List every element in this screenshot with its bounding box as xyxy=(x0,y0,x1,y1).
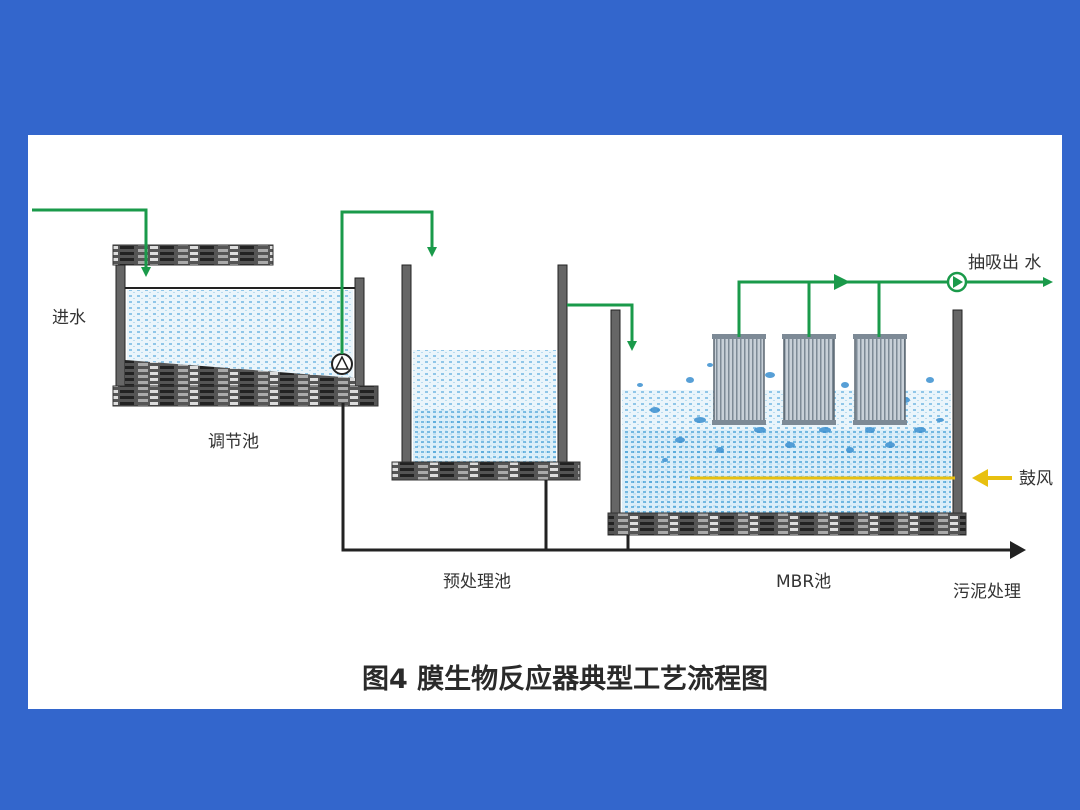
transfer-pipe-2 xyxy=(567,303,637,351)
tank-wall-left xyxy=(401,264,412,466)
aeration-arrow-icon xyxy=(972,469,1012,487)
mbr-tank xyxy=(607,309,967,536)
permeate-header xyxy=(737,280,845,337)
water-flow-lines xyxy=(32,208,1053,354)
tank-wall-right xyxy=(557,264,568,466)
label-mbr-tank: MBR池 xyxy=(776,572,831,592)
tank-lid xyxy=(112,244,274,266)
pretreatment-tank xyxy=(391,264,581,481)
air-bubbles xyxy=(637,363,944,462)
label-sludge-treatment: 污泥处理 xyxy=(953,582,1021,602)
pump-icon xyxy=(331,353,353,375)
sloped-bottom xyxy=(125,360,355,388)
tank-wall-left xyxy=(115,264,126,391)
label-aeration: 鼓风 xyxy=(1019,469,1053,489)
membrane-module-icon xyxy=(782,334,836,425)
suction-pump-icon xyxy=(946,271,968,293)
membrane-module-icon xyxy=(712,334,766,425)
label-equalization-tank: 调节池 xyxy=(208,432,259,452)
tank-floor xyxy=(112,385,379,407)
inflow-pipe xyxy=(32,208,151,277)
label-suction-outflow: 抽吸出 水 xyxy=(968,253,1041,273)
transfer-pipe-1 xyxy=(340,210,437,354)
figure-caption: 图4 膜生物反应器典型工艺流程图 xyxy=(362,663,768,695)
tank-wall-right xyxy=(354,277,365,387)
membrane-module-icon xyxy=(853,334,907,425)
sludge-arrow-icon xyxy=(1010,541,1026,559)
sludge-line xyxy=(341,403,1012,552)
flow-arrow-icon xyxy=(834,274,850,290)
tank-wall-left xyxy=(610,309,621,516)
label-pretreatment-tank: 预处理池 xyxy=(443,572,511,592)
tank-wall-right xyxy=(952,309,963,516)
label-inflow: 进水 xyxy=(52,308,86,328)
tank-floor xyxy=(391,461,581,481)
tank-floor xyxy=(607,512,967,536)
equalization-tank xyxy=(112,244,379,407)
